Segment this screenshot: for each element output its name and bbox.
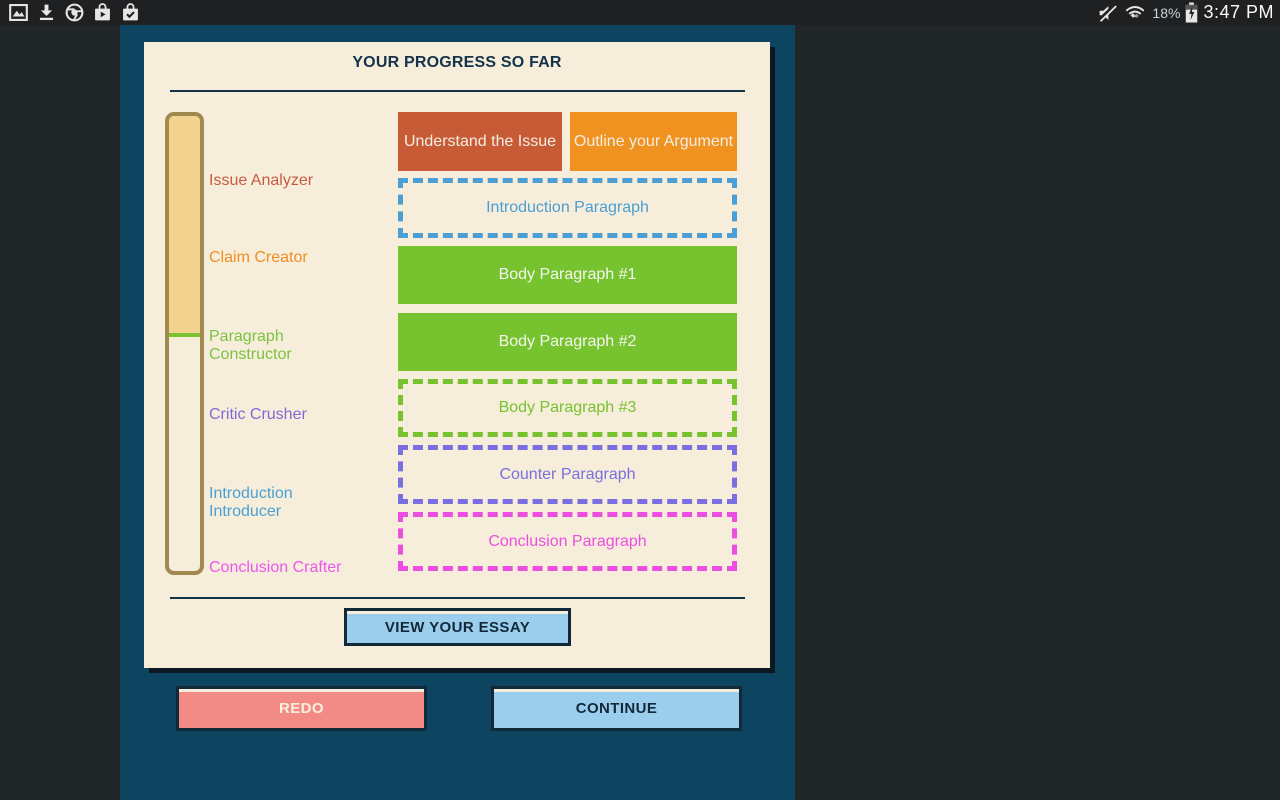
status-bar-system: 18% 3:47 PM	[1096, 2, 1274, 24]
step-box-understand-issue: Understand the Issue	[398, 112, 562, 171]
app-panel: YOUR PROGRESS SO FAR Issue Analyzer Clai…	[120, 25, 795, 800]
redo-button[interactable]: REDO	[176, 686, 427, 731]
stage-label-paragraph-constructor: Paragraph Constructor	[209, 328, 292, 363]
mute-icon	[1096, 2, 1118, 24]
step-box-outline-argument: Outline your Argument	[570, 112, 737, 171]
page-title: YOUR PROGRESS SO FAR	[352, 54, 562, 71]
chrome-icon	[64, 2, 85, 23]
step-box-counter-paragraph: Counter Paragraph	[398, 445, 737, 504]
progress-thermometer	[165, 112, 204, 575]
battery-percent-label: 18%	[1152, 4, 1181, 21]
stage-label-conclusion-crafter: Conclusion Crafter	[209, 559, 342, 576]
progress-card: YOUR PROGRESS SO FAR Issue Analyzer Clai…	[144, 42, 770, 668]
view-your-essay-button[interactable]: VIEW YOUR ESSAY	[344, 608, 571, 646]
stage-label-claim-creator: Claim Creator	[209, 249, 308, 266]
stage-label-critic-crusher: Critic Crusher	[209, 406, 307, 423]
continue-button[interactable]: CONTINUE	[491, 686, 742, 731]
stage-label-introduction-introducer: Introduction Introducer	[209, 485, 293, 520]
battery-charging-icon	[1185, 2, 1198, 23]
progress-thermometer-fill	[169, 116, 200, 337]
divider-bottom	[170, 597, 745, 599]
gallery-icon	[8, 2, 29, 23]
step-box-body-paragraph-2: Body Paragraph #2	[398, 313, 737, 371]
wifi-icon	[1123, 2, 1147, 24]
step-box-body-paragraph-1: Body Paragraph #1	[398, 246, 737, 304]
step-box-conclusion-paragraph: Conclusion Paragraph	[398, 512, 737, 571]
status-bar-notifications	[8, 2, 141, 23]
play-store-icon	[92, 2, 113, 23]
stage-label-issue-analyzer: Issue Analyzer	[209, 172, 314, 189]
clock-label: 3:47 PM	[1203, 2, 1274, 22]
download-icon	[36, 2, 57, 23]
bag-check-icon	[120, 2, 141, 23]
step-box-body-paragraph-3: Body Paragraph #3	[398, 379, 737, 437]
divider-top	[170, 90, 745, 92]
status-bar: 18% 3:47 PM	[0, 0, 1280, 25]
step-box-introduction-paragraph: Introduction Paragraph	[398, 178, 737, 238]
